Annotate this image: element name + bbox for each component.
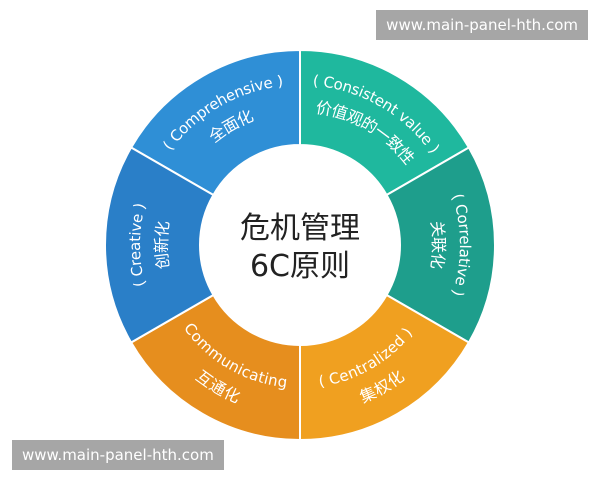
segment-creative-chinese-label: 创新化 <box>152 220 173 270</box>
segment-communicating-arc <box>129 293 301 442</box>
segment-centralized-arc <box>299 293 471 442</box>
segment-correlative-arc <box>385 146 496 344</box>
segment-comprehensive-arc <box>129 48 301 197</box>
center-disc <box>205 150 395 340</box>
segment-creative-english-label: ( Creative ) <box>125 201 148 289</box>
segment-consistent-value-arc <box>299 48 471 197</box>
segment-creative: ( Creative )创新化 <box>104 146 215 344</box>
watermark-bottom: www.main-panel-hth.com <box>12 440 224 470</box>
center-subtitle: 6C原则 <box>250 249 350 284</box>
segment-creative-arc <box>104 146 215 344</box>
segment-correlative: ( Correlative )关联化 <box>385 146 496 344</box>
segment-correlative-chinese-label: 关联化 <box>428 220 449 270</box>
watermark-top: www.main-panel-hth.com <box>376 10 588 40</box>
segment-centralized: ( Centralized )集权化 <box>299 293 471 442</box>
center-title: 危机管理 <box>240 211 360 246</box>
